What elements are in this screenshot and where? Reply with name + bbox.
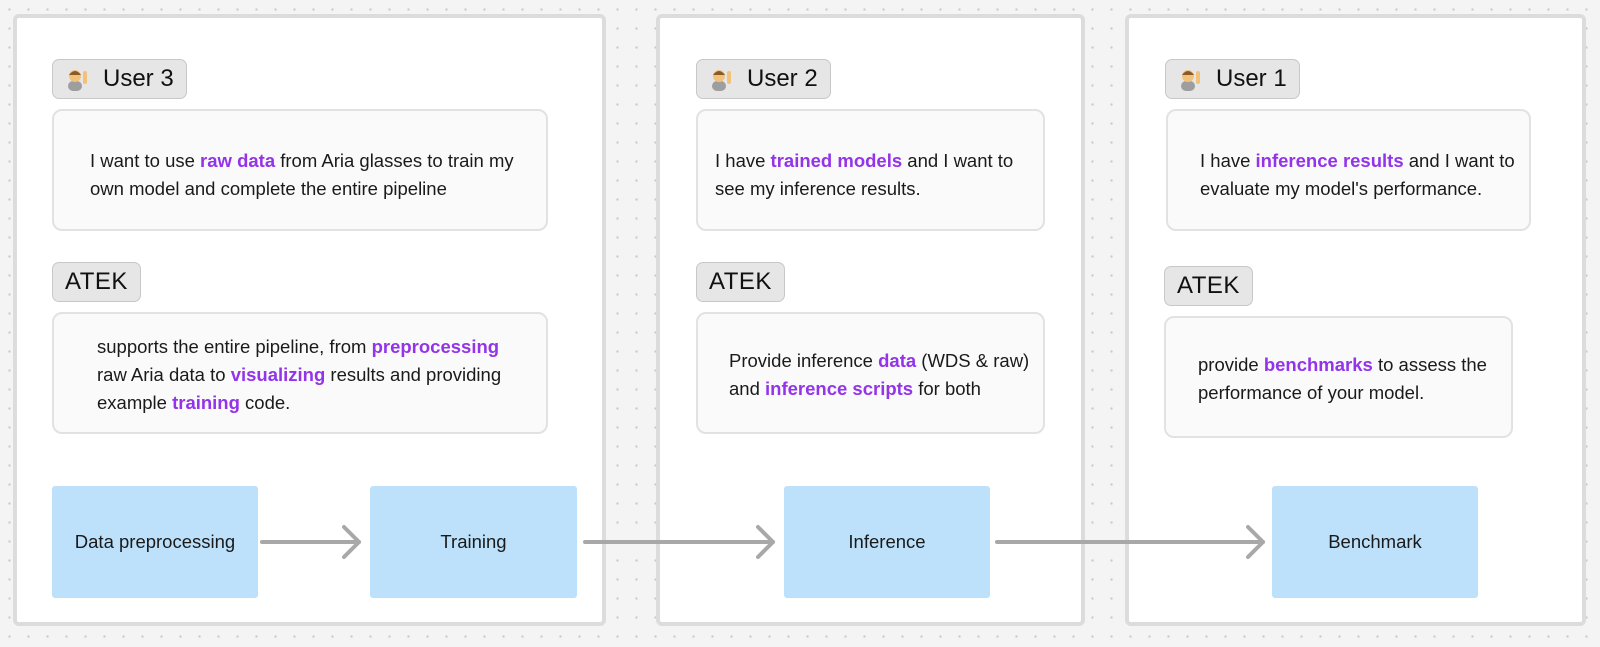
atek-tag: ATEK [1164, 266, 1253, 306]
text-segment: I have [715, 150, 771, 171]
highlighted-term: data [878, 350, 917, 371]
atek-description-card: Provide inference data (WDS & raw) and i… [696, 312, 1045, 434]
highlighted-term: trained models [770, 150, 903, 171]
stage-label: Data preprocessing [74, 531, 236, 552]
stage-label: Inference [848, 531, 926, 552]
user-label: User 1 [1216, 65, 1287, 92]
text-segment: to assess the performance of your model. [1198, 354, 1487, 403]
text-segment: raw Aria data to [97, 364, 231, 385]
text-segment: I want to use [90, 150, 201, 171]
text-segment: (WDS & raw) and [729, 350, 1030, 399]
user-request-card: I have inference results and I want to e… [1166, 109, 1531, 231]
text-segment: and I want to evaluate my model's perfor… [1200, 150, 1515, 199]
text-segment: supports the entire pipeline, from [97, 336, 372, 357]
text-segment: from Aria glasses to train my own model … [90, 150, 514, 199]
person-raising-hand-icon [65, 66, 91, 92]
highlighted-term: visualizing [230, 364, 326, 385]
highlighted-term: benchmarks [1263, 354, 1373, 375]
text-segment: for both [913, 378, 981, 399]
stage-label: Benchmark [1328, 531, 1422, 552]
atek-label: ATEK [709, 268, 772, 295]
stage-inference: Inference [784, 486, 990, 598]
atek-label: ATEK [1177, 272, 1240, 299]
stage-data-preprocessing: Data preprocessing [52, 486, 258, 598]
user-tag: User 1 [1165, 59, 1300, 99]
text-segment: results and providing example [97, 364, 502, 413]
highlighted-term: raw data [200, 150, 276, 171]
user-tag: User 2 [696, 59, 831, 99]
atek-description-text: provide benchmarks to assess the perform… [1198, 351, 1501, 407]
user-label: User 2 [747, 65, 818, 92]
atek-description-card: provide benchmarks to assess the perform… [1164, 316, 1513, 438]
highlighted-term: preprocessing [371, 336, 500, 357]
user-request-text: I have trained models and I want to see … [715, 147, 1031, 203]
atek-description-text: Provide inference data (WDS & raw) and i… [729, 347, 1039, 403]
atek-tag: ATEK [52, 262, 141, 302]
person-raising-hand-icon [1178, 66, 1204, 92]
user-request-text: I have inference results and I want to e… [1200, 147, 1523, 203]
highlighted-term: training [172, 392, 240, 413]
stage-label: Training [440, 531, 507, 552]
atek-label: ATEK [65, 268, 128, 295]
user-tag: User 3 [52, 59, 187, 99]
atek-description-card: supports the entire pipeline, from prepr… [52, 312, 548, 434]
user-request-card: I want to use raw data from Aria glasses… [52, 109, 548, 231]
stage-training: Training [370, 486, 577, 598]
text-segment: Provide inference [729, 350, 879, 371]
user-label: User 3 [103, 65, 174, 92]
text-segment: code. [239, 392, 291, 413]
text-segment: I have [1200, 150, 1256, 171]
user-request-card: I have trained models and I want to see … [696, 109, 1045, 231]
user-request-text: I want to use raw data from Aria glasses… [90, 147, 526, 203]
text-segment: provide [1198, 354, 1264, 375]
text-segment: and I want to see my inference results. [715, 150, 1014, 199]
stage-benchmark: Benchmark [1272, 486, 1478, 598]
atek-tag: ATEK [696, 262, 785, 302]
atek-description-text: supports the entire pipeline, from prepr… [97, 333, 510, 417]
highlighted-term: inference scripts [765, 378, 914, 399]
highlighted-term: inference results [1255, 150, 1404, 171]
person-raising-hand-icon [709, 66, 735, 92]
